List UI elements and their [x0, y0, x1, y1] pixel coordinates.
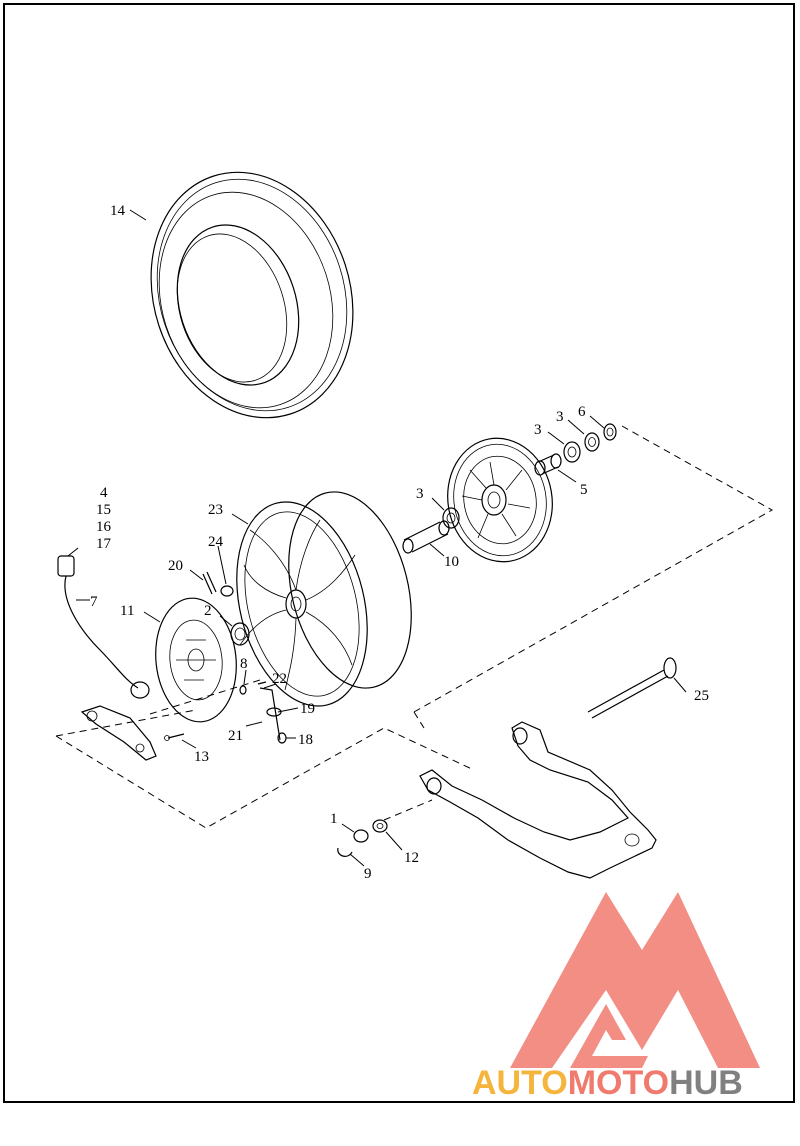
brake-rotor: [155, 597, 237, 723]
pin: [202, 571, 217, 595]
callout-4: 4: [100, 485, 108, 501]
watermark-logo: [510, 892, 760, 1068]
callout-22: 22: [272, 671, 287, 687]
callout-15: 15: [96, 502, 111, 518]
leader-lines: [67, 209, 687, 867]
axle-spacer: [402, 520, 450, 554]
callout-23: 23: [208, 502, 223, 518]
callout-9: 9: [364, 866, 372, 882]
rear-pulley: [447, 437, 553, 563]
abs-sensor: [57, 555, 150, 699]
callout-19: 19: [300, 701, 315, 717]
o-ring: [239, 685, 247, 695]
bearing-left: [442, 507, 460, 529]
callout-3-right: 3: [556, 409, 564, 425]
bearing-right-a: [563, 441, 581, 463]
callout-11: 11: [120, 603, 134, 619]
callout-14: 14: [110, 203, 126, 219]
rear-wheel: [236, 491, 412, 707]
diagram-frame: [3, 3, 795, 1103]
callout-25: 25: [694, 688, 709, 704]
callout-6: 6: [578, 404, 586, 420]
nut: [220, 585, 234, 597]
callout-18: 18: [298, 732, 313, 748]
callout-10: 10: [444, 554, 459, 570]
callout-21: 21: [228, 728, 243, 744]
axle: [587, 657, 677, 719]
seal: [603, 423, 617, 441]
callout-12: 12: [404, 850, 419, 866]
watermark-moto: MOTO: [568, 1064, 669, 1102]
callout-5: 5: [580, 482, 588, 498]
hub-bushing: [230, 622, 250, 646]
assembly-lines: [55, 425, 774, 829]
axle-nut: [353, 829, 369, 843]
watermark-auto: AUTO: [472, 1064, 568, 1102]
caliper-bracket: [80, 705, 157, 761]
callout-3-left: 3: [416, 486, 424, 502]
callout-20: 20: [168, 558, 183, 574]
bearing-right-b: [584, 432, 600, 452]
callout-labels: 14 23 24 20 2 11 4 15 16 17 7 8 22 19 21…: [90, 203, 709, 882]
watermark-text: AUTOMOTOHUB: [472, 1064, 743, 1102]
callout-8: 8: [240, 656, 248, 672]
watermark-hub: HUB: [669, 1064, 743, 1102]
tire: [150, 171, 354, 419]
callout-13: 13: [194, 749, 209, 765]
valve-stem-assembly: [257, 681, 287, 744]
callout-3-mid: 3: [534, 422, 542, 438]
washer: [372, 819, 388, 833]
callout-16: 16: [96, 519, 112, 535]
swingarm: [419, 721, 657, 879]
callout-17: 17: [96, 536, 112, 552]
callout-7: 7: [90, 594, 98, 610]
logo-shape: [510, 892, 760, 1068]
bolt: [164, 733, 185, 741]
callout-24: 24: [208, 534, 224, 550]
spacer: [534, 453, 562, 476]
callout-1: 1: [330, 811, 338, 827]
retaining-clip: [337, 847, 353, 857]
callout-2: 2: [204, 603, 212, 619]
